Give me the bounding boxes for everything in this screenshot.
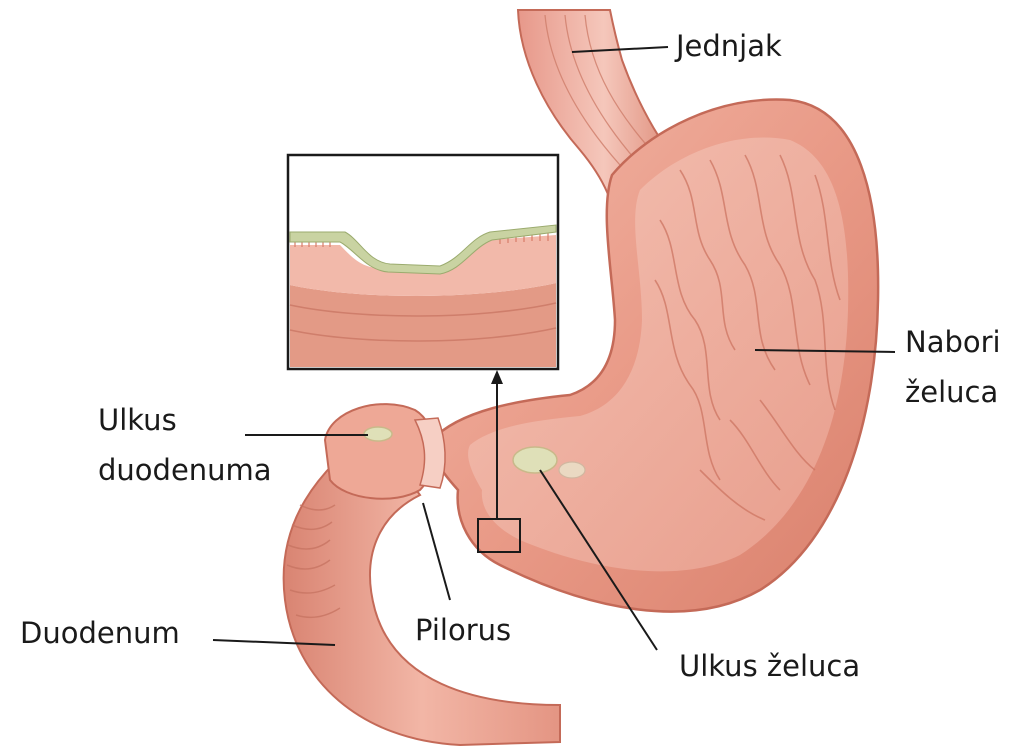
zoom-arrow-head — [491, 370, 503, 384]
inset-magnified-view — [288, 155, 558, 369]
label-ulkus-duodenuma-line2: duodenuma — [98, 452, 272, 488]
gastric-ulcer-large — [513, 447, 557, 473]
duodenal-ulcer — [364, 427, 392, 441]
leader-pilorus — [423, 503, 450, 600]
label-pilorus: Pilorus — [415, 612, 511, 648]
label-duodenum: Duodenum — [20, 615, 180, 651]
label-ulkus-duodenuma-line1: Ulkus — [98, 402, 177, 438]
label-ulkus-zeluca: Ulkus želuca — [679, 648, 860, 684]
label-jednjak: Jednjak — [676, 28, 782, 64]
label-nabori-line2: želuca — [905, 374, 998, 410]
gastric-ulcer-small — [559, 462, 585, 478]
duodenal-bulb — [325, 404, 434, 499]
label-nabori-line1: Nabori — [905, 324, 1001, 360]
